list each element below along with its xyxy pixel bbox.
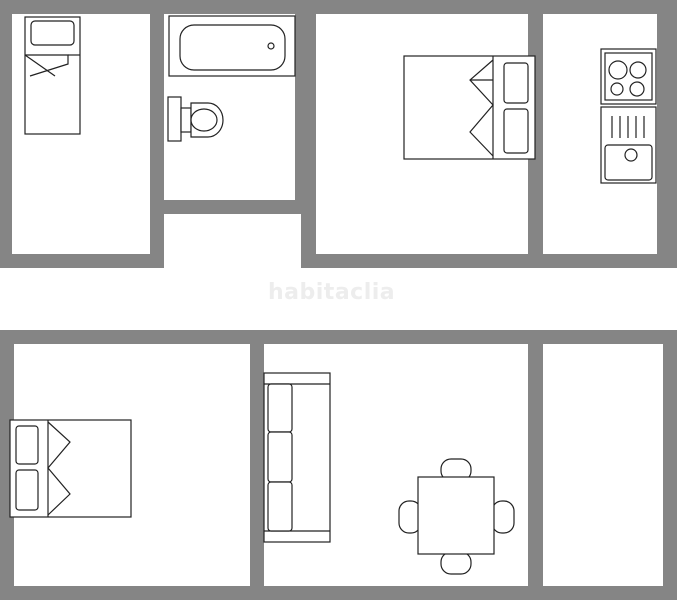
wall-bath-bottom: [150, 200, 316, 214]
kitchen-sink-icon: [600, 106, 657, 184]
wall-corridor-top: [0, 254, 164, 268]
double-bed-icon: [9, 419, 132, 518]
room-hall-nook: [164, 214, 301, 268]
stove-icon: [600, 48, 657, 105]
wall-v-bedroom3-living: [250, 330, 264, 600]
toilet-icon: [167, 96, 224, 142]
dining-table-icon: [398, 458, 515, 575]
wall-v-living-room5: [528, 330, 543, 600]
wall-corridor-top-right: [301, 254, 677, 268]
bathtub-icon: [168, 15, 296, 77]
single-bed-icon: [24, 16, 81, 135]
chair-icon: [491, 500, 515, 534]
room-storage: [543, 344, 663, 586]
wall-left-upper: [0, 0, 12, 268]
wall-top: [0, 0, 677, 14]
wall-v-bath-bedroom2: [295, 0, 316, 214]
wall-v-bedroom1-bath: [150, 0, 164, 268]
sofa-icon: [263, 372, 331, 543]
wall-left-lower: [0, 330, 14, 600]
wall-bottom: [0, 586, 677, 600]
wall-corridor-bottom: [0, 330, 677, 344]
wall-right-upper: [657, 0, 677, 268]
room-corridor: [12, 268, 657, 330]
furniture: [9, 15, 657, 575]
chair-icon: [440, 551, 472, 575]
wall-right-lower: [663, 330, 677, 600]
double-bed-icon: [403, 55, 536, 160]
